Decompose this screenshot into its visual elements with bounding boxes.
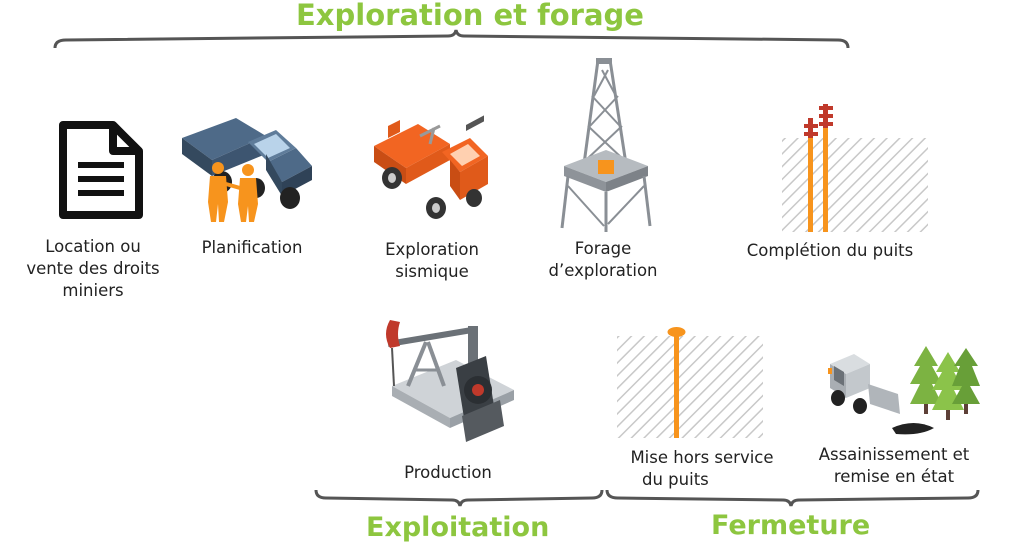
label-location: Location ou vente des droits miniers (26, 237, 160, 300)
label-planification: Planification (201, 238, 303, 257)
decommissioned-well-icon (617, 327, 763, 438)
label-assainissement: Assainissement et remise en état (818, 445, 970, 486)
document-icon (59, 121, 143, 219)
label-forage: Forage d’exploration (548, 239, 658, 280)
label-completion: Complétion du puits (746, 241, 914, 260)
label-mise-hors-service: Mise hors service du puits (630, 448, 774, 489)
seismic-truck-icon (374, 115, 488, 219)
label-exploration-sismique: Exploration sismique (385, 240, 479, 281)
title-exploration-forage: Exploration et forage (296, 0, 644, 32)
drilling-rig-icon (560, 58, 652, 232)
label-production: Production (404, 463, 492, 482)
title-exploitation: Exploitation (366, 512, 550, 543)
skid-steer-trees-icon (828, 346, 980, 435)
pickup-truck-icon (182, 118, 312, 222)
completed-well-icon (782, 104, 928, 232)
pumpjack-icon (386, 320, 514, 442)
title-fermeture: Fermeture (711, 510, 871, 541)
